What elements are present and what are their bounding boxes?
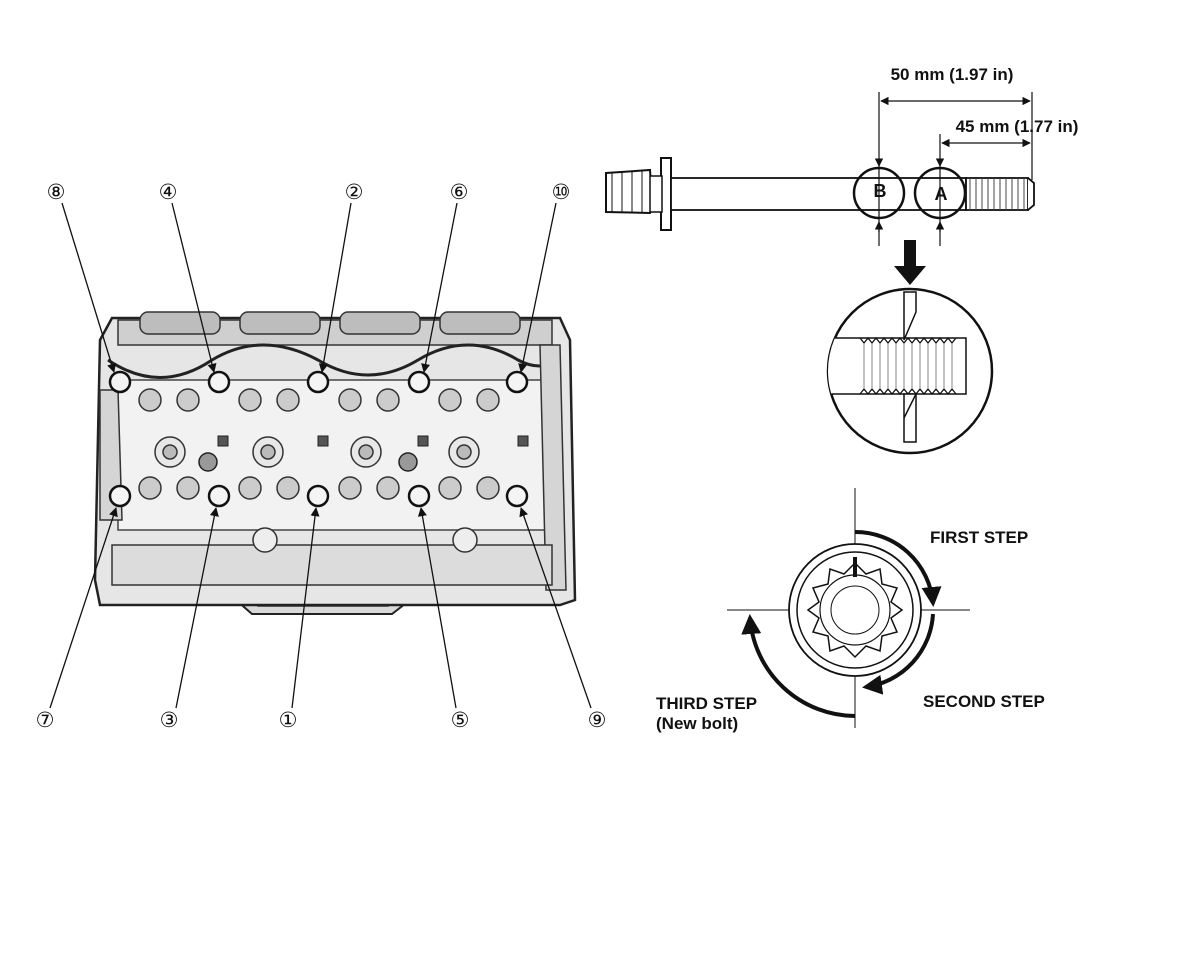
top-leader-lines [61,202,557,373]
bottom-callouts: ⑦ ③ ① ⑤ ⑨ [36,708,607,732]
third-step-arrow [741,614,856,718]
second-step-arrow [862,613,935,695]
callout-4: ④ [159,180,178,204]
cylinder-head-drawing [93,311,577,615]
dimension-45mm: 45 mm (1.77 in) [956,117,1079,136]
first-step-label: FIRST STEP [930,528,1028,547]
callout-8: ⑧ [47,180,66,204]
mark-b: B [874,181,887,201]
torque-angle-diagram [727,488,970,728]
bolt-drawing [605,157,1035,231]
dimension-50mm: 50 mm (1.97 in) [891,65,1014,84]
first-step-arrow [854,529,942,607]
callout-10: ⑩ [552,180,571,204]
callout-2: ② [345,180,364,204]
magnified-thread-view [826,287,994,455]
bottom-leader-lines [49,507,592,709]
callout-3: ③ [160,708,179,732]
second-step-label: SECOND STEP [923,692,1045,711]
callout-6: ⑥ [450,180,469,204]
dimension-lines [874,92,1033,246]
callout-9: ⑨ [588,708,607,732]
third-step-label: THIRD STEP [656,694,757,713]
twelve-point-head [806,561,904,659]
callout-1: ① [279,708,298,732]
callout-5: ⑤ [451,708,470,732]
mark-a: A [935,184,948,204]
down-arrow-icon [894,240,926,285]
callout-7: ⑦ [36,708,55,732]
top-callouts: ⑧ ④ ② ⑥ ⑩ [47,180,571,204]
third-step-note: (New bolt) [656,714,738,733]
